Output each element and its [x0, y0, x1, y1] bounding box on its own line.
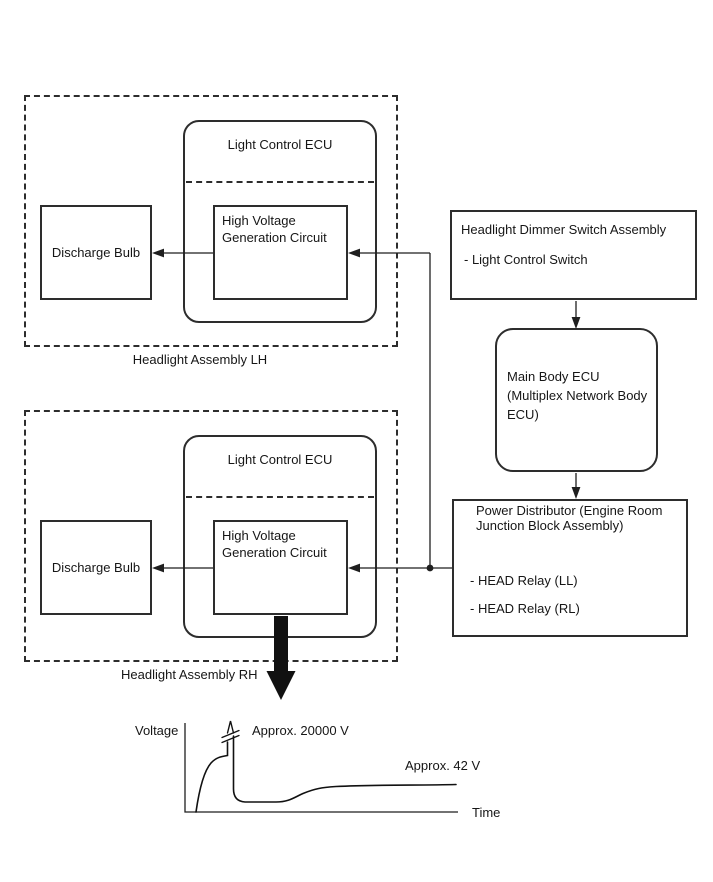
- ecu-divider-lh: [186, 181, 374, 183]
- light-control-ecu-lh-title: Light Control ECU: [227, 137, 333, 152]
- head-relay-ll-item: - HEAD Relay (LL): [470, 573, 578, 588]
- headlight-assembly-lh-label: Headlight Assembly LH: [132, 352, 268, 367]
- wire-power-trunk: [429, 253, 452, 569]
- high-voltage-circuit-lh-box: [213, 205, 348, 300]
- high-voltage-circuit-rh-box: [213, 520, 348, 615]
- voltage-axis-label: Voltage: [135, 723, 179, 738]
- discharge-bulb-rh-box: Discharge Bulb: [40, 520, 152, 615]
- main-body-ecu-box: [495, 328, 658, 472]
- power-distributor-box: [452, 499, 688, 637]
- discharge-bulb-lh-label: Discharge Bulb: [51, 245, 141, 260]
- high-voltage-circuit-lh-label: High Voltage Generation Circuit: [222, 213, 327, 245]
- voltage-curve-spike-tip: [226, 720, 235, 734]
- steady-voltage-annotation: Approx. 42 V: [405, 758, 481, 773]
- dimmer-switch-title: Headlight Dimmer Switch Assembly: [461, 222, 667, 237]
- axis-break-marks: [221, 729, 240, 744]
- spike-voltage-annotation: Approx. 20000 V: [252, 723, 349, 738]
- voltage-curve-rise: [195, 741, 229, 813]
- headlight-assembly-rh-label: Headlight Assembly RH: [121, 667, 258, 682]
- light-control-ecu-rh-title: Light Control ECU: [227, 452, 333, 467]
- arrowhead-power-distributor: [571, 487, 581, 499]
- junction-dot: [426, 564, 434, 572]
- discharge-bulb-lh-box: Discharge Bulb: [40, 205, 152, 300]
- discharge-bulb-rh-label: Discharge Bulb: [51, 560, 141, 575]
- power-distributor-title: Power Distributor (Engine Room Junction …: [476, 503, 663, 533]
- light-control-switch-item: - Light Control Switch: [464, 252, 588, 267]
- head-relay-rl-item: - HEAD Relay (RL): [470, 601, 580, 616]
- main-body-ecu-label: Main Body ECU (Multiplex Network Body EC…: [507, 369, 648, 422]
- ecu-divider-rh: [186, 496, 374, 498]
- time-axis-label: Time: [472, 805, 501, 820]
- high-voltage-circuit-rh-label: High Voltage Generation Circuit: [222, 528, 327, 560]
